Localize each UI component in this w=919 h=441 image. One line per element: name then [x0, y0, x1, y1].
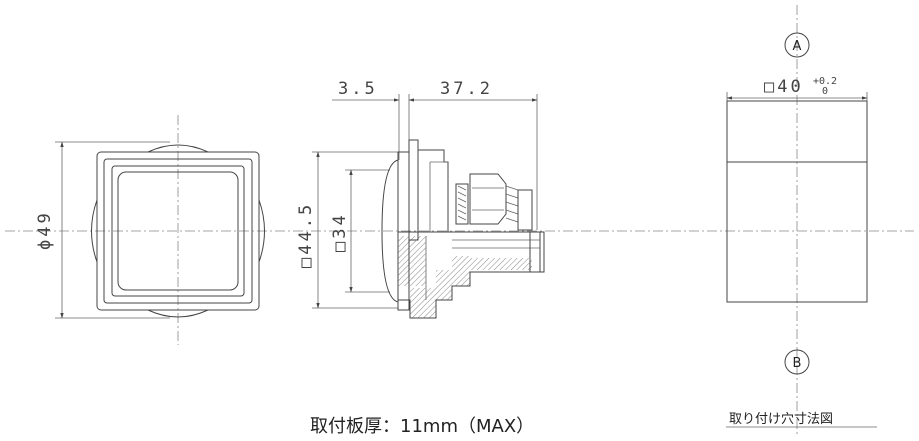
bezel-outer: [96, 151, 260, 311]
dim-37-2-label: 37.2: [440, 79, 493, 99]
marker-b-circle: [784, 349, 810, 375]
dim-44-5-label: □44.5: [296, 202, 316, 268]
hatched-terminal-block: [470, 258, 532, 270]
side-view: 3.5 37.2 □44.5 □34: [296, 79, 545, 319]
cutout-tolerance-lower: 0: [822, 86, 828, 97]
marker-b-label: B: [793, 356, 802, 371]
mounting-nut: [469, 173, 507, 225]
cutout-rectangle: [726, 100, 868, 303]
diameter-label: ϕ49: [35, 210, 55, 250]
marker-a-circle: [784, 32, 810, 58]
bottom-lug: [147, 309, 209, 318]
dim-34-label: □34: [330, 212, 350, 252]
dim-3-5-label: 3.5: [338, 79, 378, 99]
rear-thread: [505, 185, 519, 223]
panel-thickness-caption: 取付板厚：11mm（MAX）: [310, 416, 534, 437]
button-cap-inner: [117, 171, 239, 291]
button-cap-outer: [111, 165, 245, 297]
front-view: ϕ49: [35, 115, 265, 345]
marker-a-label: A: [793, 39, 802, 54]
button-cap-profile: [381, 159, 399, 303]
cutout-caption: 取り付け穴寸法図: [729, 412, 833, 427]
thread-teeth: [457, 185, 467, 221]
right-lug: [258, 199, 265, 263]
hatched-panel: [410, 288, 436, 318]
cutout-view: A B □40 +0.2 0 取り付け穴寸法図: [726, 5, 877, 436]
left-lug: [91, 199, 98, 263]
top-lug: [147, 144, 209, 153]
cutout-dim-label: □40: [764, 77, 804, 97]
cutout-tolerance-upper: +0.2: [813, 76, 837, 87]
bezel-inner: [103, 158, 253, 304]
